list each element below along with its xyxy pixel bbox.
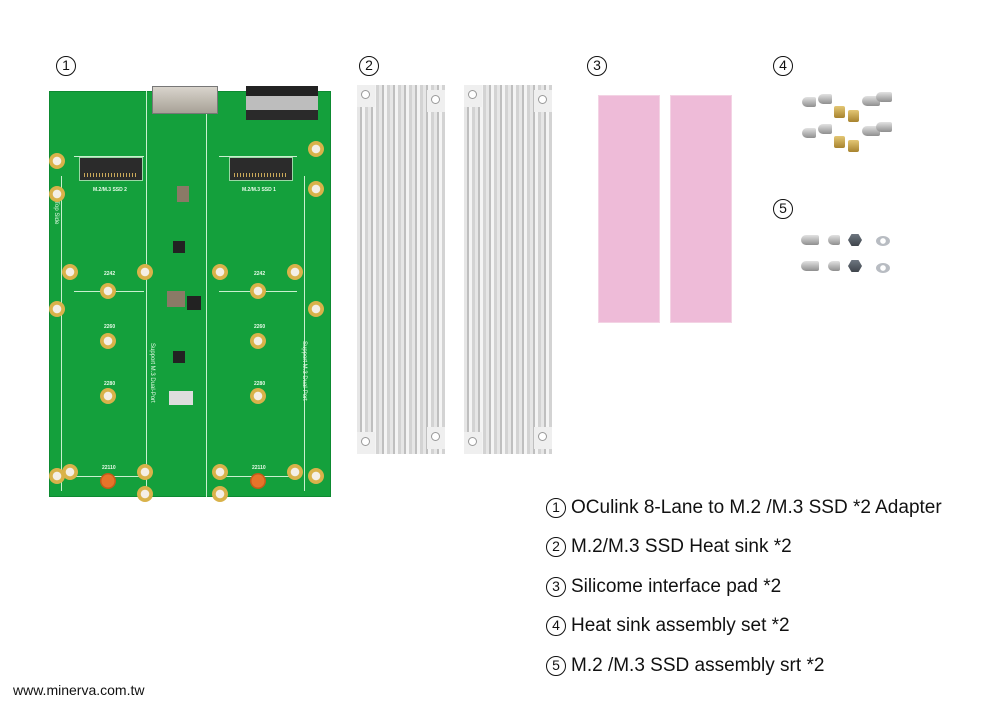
legend-number: 4: [546, 616, 566, 637]
legend-text: M.2/M.3 SSD Heat sink *2: [571, 536, 792, 558]
legend-number: 3: [546, 576, 566, 597]
legend-text: M.2 /M.3 SSD assembly srt *2: [571, 654, 825, 676]
section-number-5: 5: [773, 199, 793, 219]
heat-sink-image: [357, 85, 445, 454]
length-label: 2280: [104, 381, 116, 387]
legend-text: OCulink 8-Lane to M.2 /M.3 SSD *2 Adapte…: [571, 496, 942, 518]
legend-number: 1: [546, 497, 566, 518]
length-label: 22110: [102, 465, 116, 471]
top-side-label: Top Side: [53, 201, 59, 225]
section-number-4: 4: [773, 56, 793, 76]
m2-slot-1: [229, 157, 293, 181]
length-label: 2260: [104, 324, 116, 330]
legend-item: 1 OCulink 8-Lane to M.2 /M.3 SSD *2 Adap…: [546, 488, 942, 528]
legend-item: 2 M.2/M.3 SSD Heat sink *2: [546, 528, 942, 568]
support-label-left: Support M.3 Dual-Port: [149, 343, 155, 403]
power-connector: [246, 86, 318, 120]
slot-label-1: M.2/M.3 SSD 1: [242, 187, 276, 193]
oculink-connector: [152, 86, 218, 114]
heat-sink-image: [464, 85, 552, 454]
website-url: www.minerva.com.tw: [13, 682, 145, 698]
parts-legend: 1 OCulink 8-Lane to M.2 /M.3 SSD *2 Adap…: [546, 488, 942, 686]
legend-text: Heat sink assembly set *2: [571, 615, 790, 637]
section-number-2: 2: [359, 56, 379, 76]
section-number-3: 3: [587, 56, 607, 76]
m2-slot-2: [79, 157, 143, 181]
legend-item: 5 M.2 /M.3 SSD assembly srt *2: [546, 646, 942, 686]
legend-text: Silicome interface pad *2: [571, 575, 782, 597]
interface-pad-image: [670, 95, 732, 323]
length-label: 2242: [104, 271, 116, 277]
adapter-pcb-image: M.2/M.3 SSD 2 M.2/M.3 SSD 1 Top Side Sup…: [49, 91, 331, 502]
length-label: 2280: [254, 381, 266, 387]
legend-item: 4 Heat sink assembly set *2: [546, 607, 942, 647]
length-label: 22110: [252, 465, 266, 471]
length-label: 2260: [254, 324, 266, 330]
legend-number: 5: [546, 655, 566, 676]
section-number-1: 1: [56, 56, 76, 76]
support-label-right: Support M.3 Dual-Port: [301, 341, 307, 401]
legend-item: 3 Silicome interface pad *2: [546, 567, 942, 607]
interface-pad-image: [598, 95, 660, 323]
length-label: 2242: [254, 271, 266, 277]
legend-number: 2: [546, 537, 566, 558]
slot-label-2: M.2/M.3 SSD 2: [93, 187, 127, 193]
